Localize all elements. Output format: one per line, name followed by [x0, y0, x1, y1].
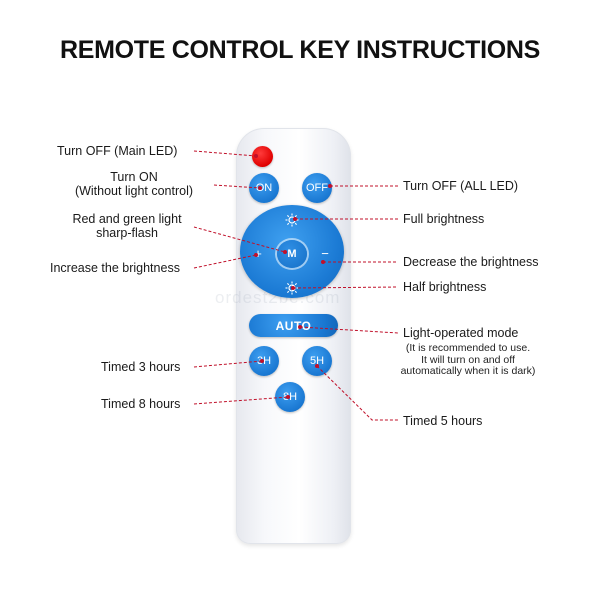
- label-turn-on-line1: Turn ON: [110, 170, 158, 184]
- label-increase-brightness: Increase the brightness: [50, 261, 180, 275]
- label-timed-3h: Timed 3 hours: [101, 360, 181, 374]
- timer-5h-button[interactable]: 5H: [302, 346, 332, 376]
- label-red-green-flash: Red and green light sharp-flash: [57, 212, 197, 240]
- label-timed-5h: Timed 5 hours: [403, 414, 483, 428]
- label-light-operated-mode: Light-operated mode: [403, 326, 519, 340]
- light-note-line1: (It is recommended to use.: [405, 342, 531, 354]
- label-timed-8h: Timed 8 hours: [101, 397, 181, 411]
- mode-button[interactable]: M: [277, 240, 307, 268]
- light-note-line2: It will turn on and off: [421, 353, 515, 366]
- plus-button[interactable]: +: [254, 246, 262, 261]
- label-turn-off-all: Turn OFF (ALL LED): [403, 179, 519, 193]
- label-turn-off-main: Turn OFF (Main LED): [57, 144, 178, 158]
- label-turn-on-line2: (Without light control): [74, 184, 194, 198]
- off-button[interactable]: OFF: [302, 173, 332, 203]
- sun-full-icon[interactable]: [285, 213, 299, 227]
- page-title: REMOTE CONTROL KEY INSTRUCTIONS: [59, 36, 541, 64]
- label-decrease-brightness: Decrease the brightness: [403, 255, 539, 269]
- label-red-green-line1: Red and green light: [72, 212, 182, 226]
- power-off-main-button[interactable]: [252, 146, 273, 167]
- label-full-brightness: Full brightness: [403, 212, 485, 226]
- label-half-brightness: Half brightness: [403, 280, 487, 294]
- minus-button[interactable]: −: [321, 246, 329, 261]
- label-turn-on: Turn ON (Without light control): [58, 170, 210, 198]
- auto-button[interactable]: AUTO: [249, 314, 338, 337]
- light-note-line3: automatically when it is dark): [400, 365, 536, 377]
- label-red-green-line2: sharp-flash: [96, 226, 158, 240]
- light-mode-note: (It is recommended to use. It will turn …: [393, 342, 543, 378]
